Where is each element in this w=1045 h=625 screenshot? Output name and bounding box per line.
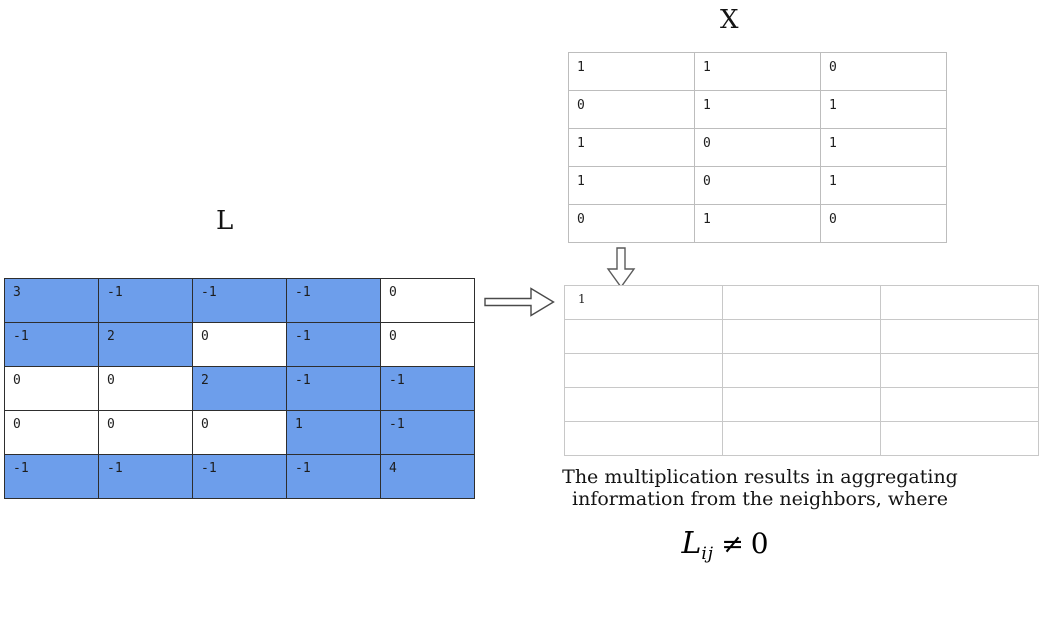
matrix-cell — [880, 353, 1039, 388]
matrix-cell: 1 — [694, 52, 821, 91]
matrix-cell — [880, 387, 1039, 422]
table-row — [564, 319, 1039, 354]
matrix-cell — [564, 421, 723, 456]
matrix-cell: 1 — [694, 90, 821, 129]
matrix-cell: 1 — [564, 285, 723, 320]
formula-subscript: ij — [701, 544, 715, 564]
matrix-cell: 0 — [98, 410, 193, 455]
formula-lij-nonzero: Lij ≠0 — [560, 526, 890, 564]
matrix-cell — [564, 319, 723, 354]
matrix-cell: -1 — [380, 366, 475, 411]
table-row: 3 -1 -1 -1 0 — [4, 278, 475, 323]
matrix-cell: 0 — [694, 166, 821, 205]
table-row: 1 — [564, 285, 1039, 320]
table-row: 1 0 1 — [568, 166, 947, 205]
table-row: 0 0 0 1 -1 — [4, 410, 475, 455]
x-matrix-table: 1 1 0 0 1 1 1 0 1 1 0 1 0 1 0 — [568, 52, 947, 243]
matrix-cell: 0 — [694, 128, 821, 167]
matrix-cell: -1 — [98, 454, 193, 499]
l-matrix-label: L — [216, 206, 234, 236]
matrix-cell: -1 — [4, 454, 99, 499]
matrix-cell: -1 — [98, 278, 193, 323]
matrix-cell — [880, 285, 1039, 320]
matrix-cell: 1 — [694, 204, 821, 243]
not-equal-sign: ≠ — [721, 529, 744, 560]
matrix-cell — [722, 387, 881, 422]
matrix-cell — [722, 319, 881, 354]
matrix-cell: 0 — [192, 410, 287, 455]
matrix-cell: 0 — [820, 204, 947, 243]
matrix-cell: -1 — [192, 454, 287, 499]
matrix-cell: 0 — [4, 366, 99, 411]
matrix-cell: 0 — [568, 90, 695, 129]
formula-base: L — [681, 526, 702, 561]
table-row — [564, 421, 1039, 456]
matrix-cell: -1 — [286, 278, 381, 323]
table-row — [564, 353, 1039, 388]
matrix-cell — [722, 421, 881, 456]
matrix-cell: -1 — [286, 322, 381, 367]
matrix-cell: 0 — [98, 366, 193, 411]
table-row: -1 -1 -1 -1 4 — [4, 454, 475, 499]
matrix-cell: 0 — [4, 410, 99, 455]
matrix-cell: 0 — [820, 52, 947, 91]
formula-rhs: 0 — [750, 527, 769, 560]
matrix-cell — [564, 353, 723, 388]
matrix-cell — [722, 353, 881, 388]
caption-text: The multiplication results in aggregatin… — [505, 466, 1015, 510]
matrix-cell: 2 — [98, 322, 193, 367]
table-row — [564, 387, 1039, 422]
table-row: 1 1 0 — [568, 52, 947, 91]
matrix-cell — [564, 387, 723, 422]
table-row: 0 1 0 — [568, 204, 947, 243]
matrix-cell: 0 — [380, 322, 475, 367]
table-row: 0 1 1 — [568, 90, 947, 129]
matrix-cell: 2 — [192, 366, 287, 411]
matrix-cell: 1 — [820, 166, 947, 205]
matrix-cell: 0 — [568, 204, 695, 243]
matrix-cell: 1 — [820, 128, 947, 167]
table-row: -1 2 0 -1 0 — [4, 322, 475, 367]
matrix-cell — [722, 285, 881, 320]
caption-line-2: information from the neighbors, where — [572, 488, 948, 510]
matrix-cell: 0 — [192, 322, 287, 367]
matrix-cell: 1 — [568, 128, 695, 167]
l-matrix-table: 3 -1 -1 -1 0 -1 2 0 -1 0 0 0 2 -1 -1 0 0… — [4, 278, 475, 499]
matrix-cell: 4 — [380, 454, 475, 499]
matrix-cell: 1 — [568, 166, 695, 205]
caption-line-1: The multiplication results in aggregatin… — [562, 466, 958, 488]
matrix-cell: -1 — [4, 322, 99, 367]
table-row: 1 0 1 — [568, 128, 947, 167]
result-matrix-table: 1 — [564, 285, 1039, 456]
table-row: 0 0 2 -1 -1 — [4, 366, 475, 411]
matrix-cell: 1 — [820, 90, 947, 129]
matrix-cell: 3 — [4, 278, 99, 323]
matrix-cell: -1 — [286, 366, 381, 411]
down-arrow-icon — [606, 247, 636, 289]
matrix-cell: 1 — [568, 52, 695, 91]
matrix-cell: -1 — [192, 278, 287, 323]
right-arrow-icon — [484, 287, 555, 317]
matrix-cell: -1 — [286, 454, 381, 499]
matrix-cell: -1 — [380, 410, 475, 455]
matrix-cell: 1 — [286, 410, 381, 455]
matrix-cell: 0 — [380, 278, 475, 323]
x-matrix-label: X — [720, 5, 739, 35]
matrix-cell — [880, 421, 1039, 456]
matrix-cell — [880, 319, 1039, 354]
